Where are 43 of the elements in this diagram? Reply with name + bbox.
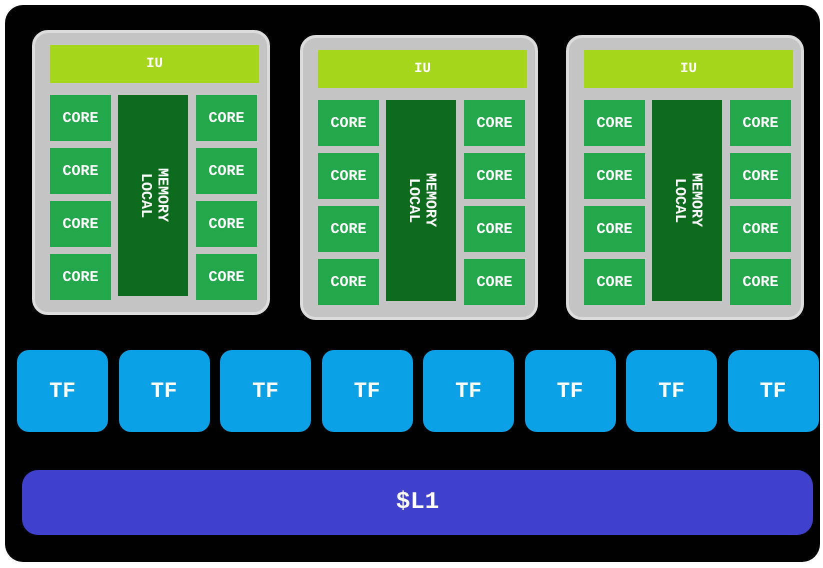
core-box: CORE [318, 259, 379, 305]
core-box: CORE [50, 254, 111, 300]
tf-box: TF [626, 350, 717, 432]
core-box: CORE [584, 153, 645, 199]
multiprocessor-block [566, 35, 804, 320]
core-box: CORE [584, 206, 645, 252]
core-box: CORE [730, 153, 791, 199]
core-box: CORE [730, 206, 791, 252]
core-box: CORE [464, 206, 525, 252]
tf-box: TF [524, 350, 616, 432]
iu-box: IU [584, 50, 793, 88]
core-box: CORE [50, 95, 111, 141]
core-box: CORE [584, 259, 645, 305]
core-box: CORE [464, 153, 525, 199]
tf-box: TF [220, 350, 311, 432]
multiprocessor-block [32, 30, 270, 315]
core-box: CORE [730, 259, 791, 305]
memory-box: LOCAL MEMORY [652, 100, 722, 301]
multiprocessor-block [300, 35, 538, 320]
iu-box: IU [318, 50, 527, 88]
core-box: CORE [730, 100, 791, 146]
core-box: CORE [464, 100, 525, 146]
tf-box: TF [423, 350, 514, 432]
core-box: CORE [318, 100, 379, 146]
core-box: CORE [584, 100, 645, 146]
core-box: CORE [196, 254, 257, 300]
core-box: CORE [196, 201, 257, 247]
tf-box: TF [17, 350, 108, 432]
tf-box: TF [118, 350, 210, 432]
cache-bar: $L1 [22, 470, 813, 535]
tf-box: TF [322, 350, 412, 432]
core-box: CORE [196, 148, 257, 194]
memory-box: LOCAL MEMORY [386, 100, 456, 301]
core-box: CORE [50, 201, 111, 247]
tf-box: TF [728, 350, 818, 432]
processor-panel [5, 5, 820, 562]
core-box: CORE [50, 148, 111, 194]
memory-box: LOCAL MEMORY [118, 95, 188, 296]
core-box: CORE [318, 206, 379, 252]
core-box: CORE [464, 259, 525, 305]
core-box: CORE [318, 153, 379, 199]
iu-box: IU [50, 45, 259, 83]
core-box: CORE [196, 95, 257, 141]
